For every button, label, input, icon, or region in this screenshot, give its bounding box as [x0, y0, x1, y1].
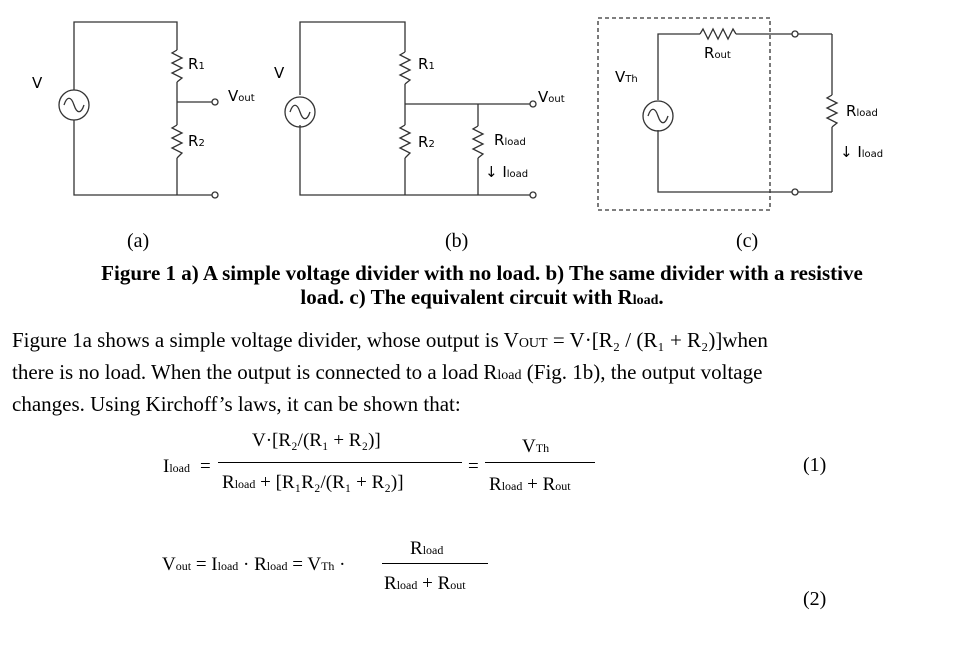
r2-label-b: R2 [418, 133, 435, 151]
paragraph-line-1: Figure 1a shows a simple voltage divider… [12, 328, 768, 352]
body-paragraph: Figure 1a shows a simple voltage divider… [12, 326, 957, 418]
figure-caption: Figure 1 a) A simple voltage divider wit… [0, 261, 964, 313]
source-b [284, 96, 316, 128]
eq2-lhs: Vout = Iload · Rload = VTh · [162, 554, 346, 575]
resistor-rload-c [825, 94, 839, 128]
thevenin-box [597, 17, 771, 211]
rout-label-c: Rout [704, 44, 731, 62]
figure-circuits [58, 17, 839, 211]
paragraph-line-2: there is no load. When the output is con… [12, 360, 763, 384]
eq2-numerator: Rload [410, 538, 444, 559]
vout-label-b: Vout [538, 88, 565, 106]
resistor-r2-a [170, 124, 184, 159]
iload-label-b: ↓ Iload [485, 163, 529, 181]
figure-label-a: (a) [127, 230, 150, 252]
rload-label-b: Rload [494, 131, 526, 149]
eq1-equals-2: = [468, 456, 479, 477]
caption-line-1: Figure 1 a) A simple voltage divider wit… [101, 261, 863, 285]
paragraph-line-3: changes. Using Kirchoff’s laws, it can b… [12, 392, 461, 416]
caption-line-2: load. c) The equivalent circuit with Rlo… [300, 285, 664, 309]
figure-label-b: (b) [445, 230, 469, 252]
r2-label-a: R2 [188, 132, 205, 150]
source-c [642, 100, 674, 132]
source-a [58, 89, 90, 121]
circuit-a [58, 21, 219, 199]
eq1-equals: = [200, 456, 211, 477]
resistor-rload-b [471, 125, 485, 159]
eq1-number: (1) [803, 454, 827, 476]
eq1-numerator-1: V·[R₂/(R₁ + R₂)] [252, 430, 381, 451]
eq1-lhs: Iload [163, 456, 190, 477]
r1-label-a: R1 [188, 55, 205, 73]
r1-label-b: R1 [418, 55, 435, 73]
eq1-fraction-bar-1 [218, 462, 462, 463]
rload-label-c: Rload [846, 102, 878, 120]
eq1-fraction-bar-2 [485, 462, 595, 463]
circuit-c [597, 17, 839, 211]
eq2-denominator: Rload + Rout [384, 573, 466, 594]
circuit-b [284, 21, 537, 199]
source-label-a: V [32, 74, 43, 92]
resistor-r1-b [398, 51, 412, 85]
resistor-r2-b [398, 124, 412, 159]
eq2-fraction-bar [382, 563, 488, 564]
source-label-b: V [274, 64, 285, 82]
vth-label-c: VTh [615, 68, 638, 86]
eq1-denominator-1: Rload + [R₁R₂/(R₁ + R₂)] [222, 472, 404, 493]
eq1-denominator-2: Rload + Rout [489, 474, 571, 495]
vout-label-a: Vout [228, 87, 255, 105]
resistor-rout-c [699, 27, 737, 41]
resistor-r1-a [170, 49, 184, 83]
eq2-number: (2) [803, 588, 827, 610]
figure-label-c: (c) [736, 230, 759, 252]
eq1-numerator-2: VTh [522, 436, 550, 457]
iload-label-c: ↓ Iload [840, 143, 884, 161]
